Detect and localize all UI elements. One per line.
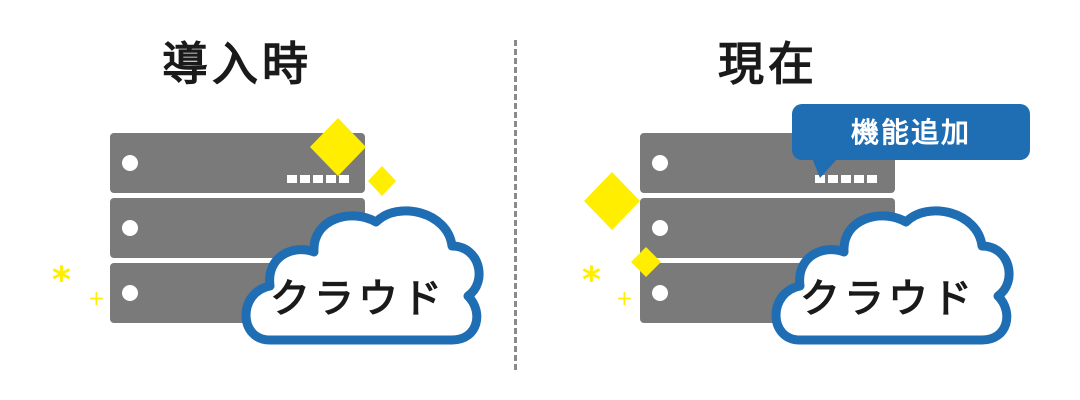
left-server-led-2	[122, 220, 138, 236]
right-sparkle-diamond-small	[631, 247, 661, 277]
right-sparkle-plus: +	[616, 286, 633, 310]
left-server-led-1	[122, 155, 138, 171]
title-current: 現在	[718, 37, 818, 91]
right-bubble-body	[792, 104, 1030, 160]
right-bubble-label: 機能追加	[851, 116, 971, 149]
left-sparkle-diamond-small	[368, 166, 396, 196]
right-speech-bubble: 機能追加	[792, 104, 1030, 178]
title-at-introduction: 導入時	[162, 37, 312, 91]
left-server-led-3	[122, 285, 138, 301]
right-bubble-tail	[812, 158, 838, 178]
right-server-led-2	[652, 220, 668, 236]
left-sparkle-plus: +	[88, 286, 105, 310]
right-server-led-1	[652, 155, 668, 171]
left-cloud-shape	[241, 206, 484, 345]
left-sparkle-asterisk: *	[52, 260, 71, 301]
left-cloud: クラウド	[241, 206, 484, 345]
panel-divider	[514, 40, 517, 370]
right-cloud-shape	[771, 206, 1014, 345]
right-sparkle-diamond-large	[584, 172, 640, 230]
right-server-led-3	[652, 285, 668, 301]
right-cloud-label: クラウド	[800, 276, 976, 322]
left-server-unit-2	[110, 198, 365, 258]
right-server-vents	[815, 175, 877, 183]
left-cloud-label: クラウド	[270, 276, 446, 322]
left-sparkle-diamond-large	[310, 118, 366, 176]
right-cloud: クラウド	[771, 206, 1014, 345]
left-server-vents	[287, 175, 349, 183]
right-server-unit-2	[640, 198, 895, 258]
left-sparkles: * +	[52, 118, 396, 310]
right-sparkles: * +	[582, 172, 661, 310]
right-sparkle-asterisk: *	[582, 260, 601, 301]
